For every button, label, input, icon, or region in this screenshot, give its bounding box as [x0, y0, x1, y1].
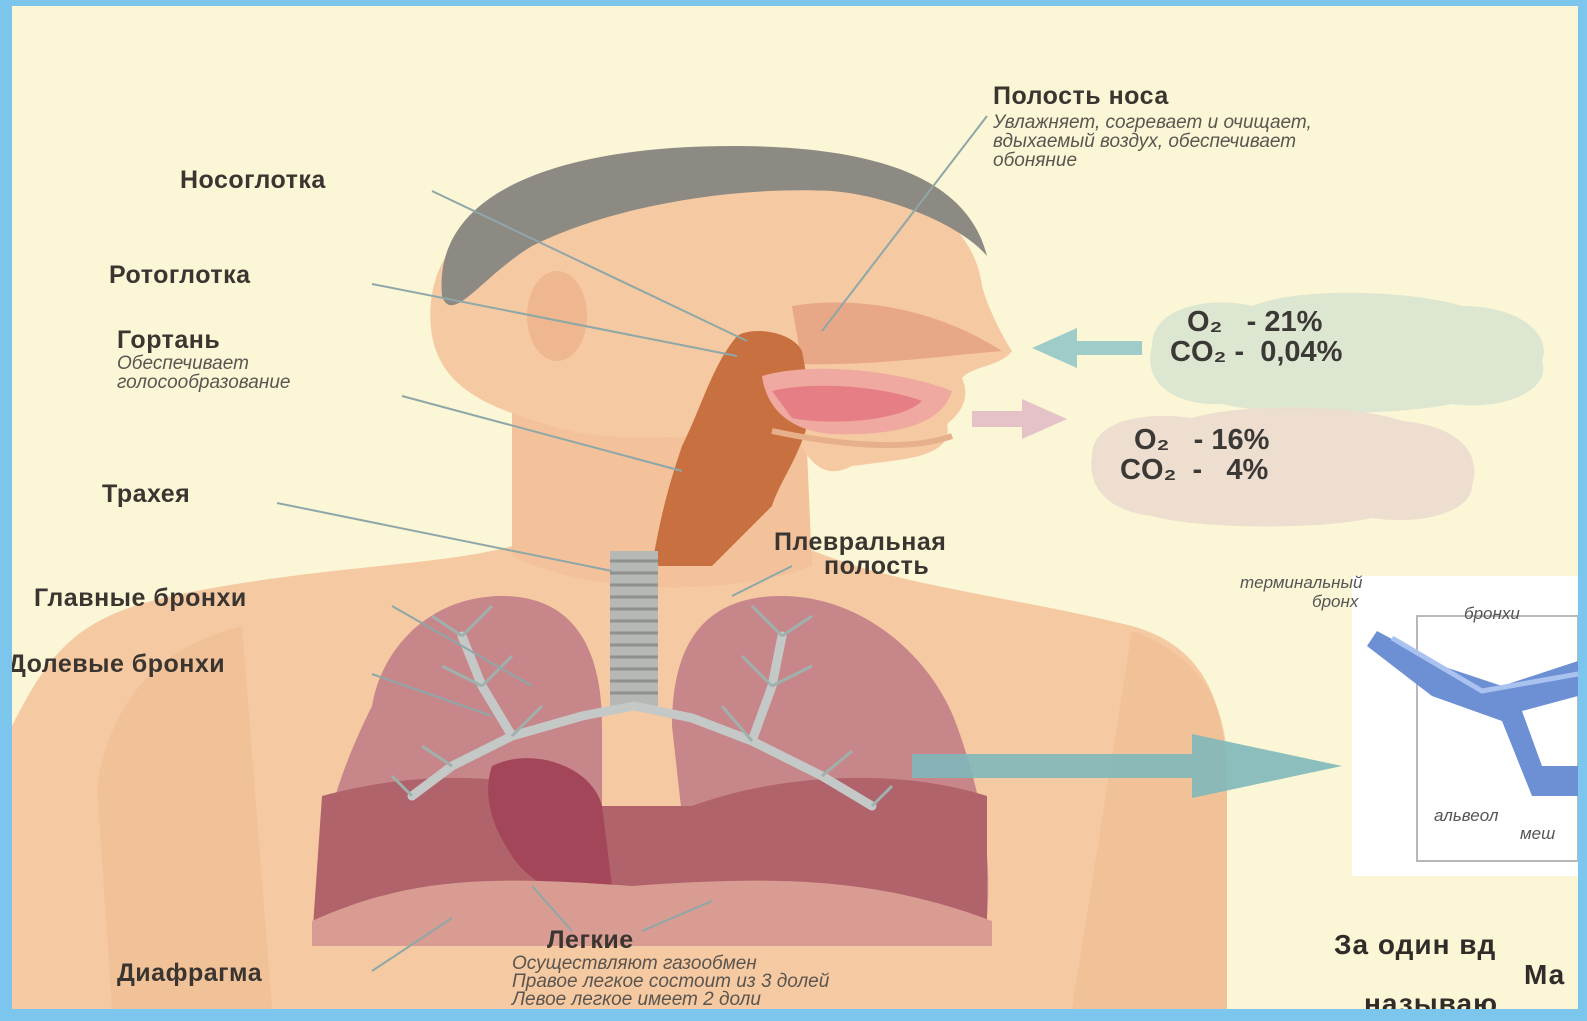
larynx-label: Гортань	[117, 326, 220, 355]
inhale-arrow	[1032, 328, 1142, 368]
terminal-bronchus-label-1: терминальный	[1240, 573, 1362, 593]
respiratory-system-illustration	[12, 6, 1578, 1009]
nasopharynx-label: Носоглотка	[180, 166, 326, 195]
bronchiole-label: бронхи	[1464, 604, 1520, 624]
larynx-note-1: Обеспечивает	[117, 354, 249, 373]
larynx-note-2: голосообразование	[117, 373, 290, 392]
pleural-cavity-label-2: полость	[824, 552, 929, 581]
exhaled-o2-value: O₂ - 16%	[1134, 424, 1269, 457]
footer-text-2: Ма	[1524, 959, 1565, 991]
alveolar-label-1: альвеол	[1434, 806, 1498, 826]
nasal-cavity-note-1: Увлажняет, согревает и очищает,	[993, 113, 1312, 132]
exhaled-co2-value: CO₂ - 4%	[1120, 454, 1268, 487]
trachea-label: Трахея	[102, 480, 190, 509]
nasal-cavity-note-3: обоняние	[993, 151, 1077, 170]
inhaled-o2-value: O₂ - 21%	[1187, 306, 1322, 339]
footer-text-3: называю	[1364, 988, 1498, 1009]
nasal-cavity-note-2: вдыхаемый воздух, обеспечивает	[993, 132, 1296, 151]
alveolar-label-2: меш	[1520, 824, 1555, 844]
lungs-note-3: Левое легкое имеет 2 доли	[512, 990, 761, 1009]
diaphragm-label: Диафрагма	[117, 959, 262, 988]
nasal-cavity-label: Полость носа	[993, 82, 1169, 111]
main-bronchi-label: Главные бронхи	[34, 584, 247, 613]
inhaled-co2-value: CO₂ - 0,04%	[1170, 336, 1342, 369]
footer-text-1: За один вд	[1334, 929, 1496, 961]
terminal-bronchus-label-2: бронх	[1312, 592, 1358, 612]
lobar-bronchi-label: Долевые бронхи	[12, 650, 225, 679]
lungs-label: Легкие	[547, 926, 634, 955]
oropharynx-label: Ротоглотка	[109, 261, 251, 290]
trachea-shape	[610, 551, 658, 706]
diagram-frame: Полость носа Увлажняет, согревает и очищ…	[12, 6, 1578, 1009]
exhale-arrow	[972, 399, 1067, 439]
